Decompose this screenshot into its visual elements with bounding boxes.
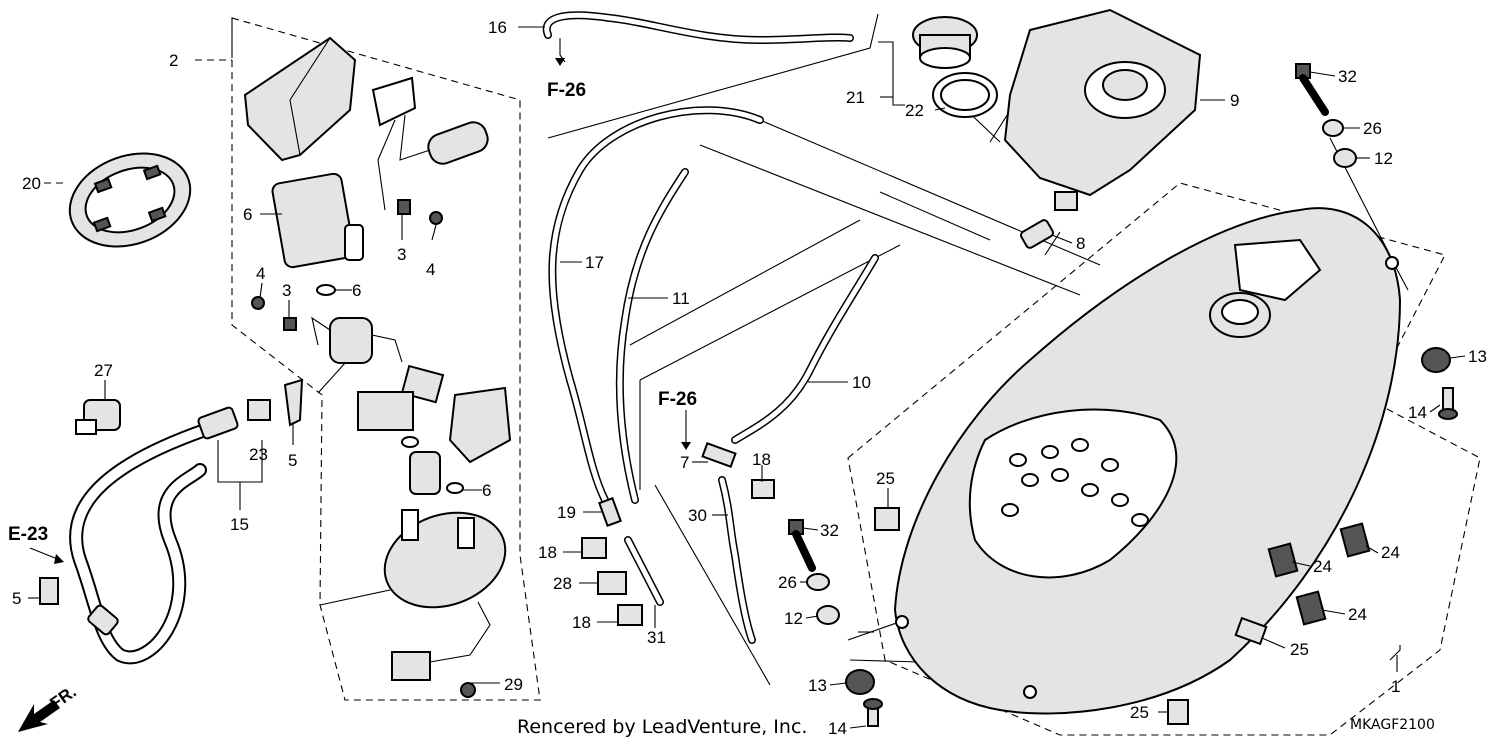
part-17-hose [548, 106, 764, 504]
part-10-hose [731, 254, 879, 444]
callout-32a: 32 [1338, 67, 1357, 86]
part-1-fuel-tank [893, 207, 1402, 715]
part-13-cushion-upper [1421, 347, 1451, 373]
callout-9: 9 [1230, 91, 1239, 110]
callout-leaders [28, 26, 1466, 729]
callout-27: 27 [94, 361, 113, 380]
part-14-collar-lower [863, 698, 883, 727]
part-13-cushion-lower [845, 669, 875, 695]
callout-13b: 13 [808, 676, 827, 695]
callout-5b: 5 [12, 589, 21, 608]
callout-29: 29 [504, 675, 523, 694]
callout-2: 2 [169, 51, 178, 70]
callout-25a: 25 [876, 469, 895, 488]
part-27-clamp [75, 399, 121, 435]
drawing-code: MKAGF2100 [1350, 717, 1435, 733]
part-18-clip-middle [581, 537, 607, 559]
callout-21: 21 [846, 88, 865, 107]
callout-26a: 26 [1363, 119, 1382, 138]
part-5-clip-lower [39, 577, 59, 605]
callout-6c: 6 [482, 481, 491, 500]
part-20-retainer-ring [68, 152, 192, 248]
fuel-pump-group-boundary [231, 17, 541, 701]
callout-labels: 2 20 6 3 4 4 3 6 6 27 23 5 15 5 29 16 17… [12, 18, 1487, 738]
part-26-washer-lower [806, 573, 830, 591]
part-25-clip-a [874, 507, 900, 531]
part-21-fuel-cap [912, 16, 978, 69]
callout-1: 1 [1391, 677, 1400, 696]
callout-17: 17 [585, 253, 604, 272]
front-arrow-icon [18, 700, 60, 732]
callout-16: 16 [488, 18, 507, 37]
callout-31: 31 [647, 628, 666, 647]
callout-20: 20 [22, 174, 41, 193]
callout-12a: 12 [1374, 149, 1393, 168]
callout-7: 7 [680, 453, 689, 472]
part-18-clip-upper [751, 479, 775, 499]
callout-24b: 24 [1381, 543, 1400, 562]
part-26-washer-upper [1322, 119, 1344, 137]
callout-4b: 4 [256, 264, 265, 283]
reference-arrows [29, 38, 691, 564]
callout-26b: 26 [778, 573, 797, 592]
part-32-bolt-upper [1295, 63, 1329, 116]
callout-6b: 6 [352, 281, 361, 300]
callout-6a: 6 [243, 205, 252, 224]
part-11-hose [615, 168, 689, 504]
callout-23: 23 [249, 445, 268, 464]
callout-28: 28 [553, 574, 572, 593]
part-12-grommet-upper [1333, 148, 1357, 168]
part-22-gasket [932, 72, 998, 118]
callout-32b: 32 [820, 521, 839, 540]
callout-13a: 13 [1468, 347, 1487, 366]
part-23-connector [247, 399, 271, 421]
callout-4a: 4 [426, 260, 435, 279]
render-credit: Rencered by LeadVenture, Inc. [517, 716, 807, 738]
callout-8: 8 [1076, 234, 1085, 253]
part-7-joint [701, 442, 737, 468]
fuel-pump-components [243, 36, 512, 698]
callout-14a: 14 [1408, 403, 1427, 422]
callout-30: 30 [688, 506, 707, 525]
callout-18c: 18 [572, 613, 591, 632]
part-8-drain-fitting [1019, 219, 1055, 249]
part-24-pads [1267, 522, 1371, 626]
part-31-hose [624, 536, 664, 606]
reference-f26-top: F-26 [547, 80, 586, 101]
front-direction-arrow: FR. [18, 682, 80, 732]
callout-24a: 24 [1313, 557, 1332, 576]
part-5-clip-upper [283, 378, 304, 427]
callout-18a: 18 [752, 450, 771, 469]
callout-19: 19 [557, 503, 576, 522]
callout-24c: 24 [1348, 605, 1367, 624]
callout-3a: 3 [397, 245, 406, 264]
callout-22: 22 [905, 101, 924, 120]
callout-18b: 18 [538, 543, 557, 562]
part-25-clip-c [1167, 699, 1189, 725]
part-16-hose [542, 11, 854, 45]
part-15-fuel-feed-hose [69, 406, 239, 665]
callout-25b: 25 [1290, 640, 1309, 659]
part-18-clip-lower [617, 604, 643, 626]
part-25-clip-b [1234, 616, 1268, 646]
callout-15: 15 [230, 515, 249, 534]
part-12-grommet-lower [816, 605, 840, 625]
callout-12b: 12 [784, 609, 803, 628]
callout-11: 11 [672, 289, 690, 308]
part-19-joint [598, 497, 622, 527]
part-14-collar-upper [1438, 387, 1458, 420]
part-9-filler-tray [1003, 8, 1202, 211]
callout-10: 10 [852, 373, 871, 392]
reference-f26-middle: F-26 [658, 389, 697, 410]
reference-e23: E-23 [8, 524, 48, 545]
callout-25c: 25 [1130, 703, 1149, 722]
callout-5a: 5 [288, 451, 297, 470]
callout-3b: 3 [282, 281, 291, 300]
callout-14b: 14 [828, 719, 847, 738]
part-30-hose [718, 476, 756, 644]
part-32-bolt-lower [788, 519, 816, 572]
part-28-clip [597, 571, 627, 595]
